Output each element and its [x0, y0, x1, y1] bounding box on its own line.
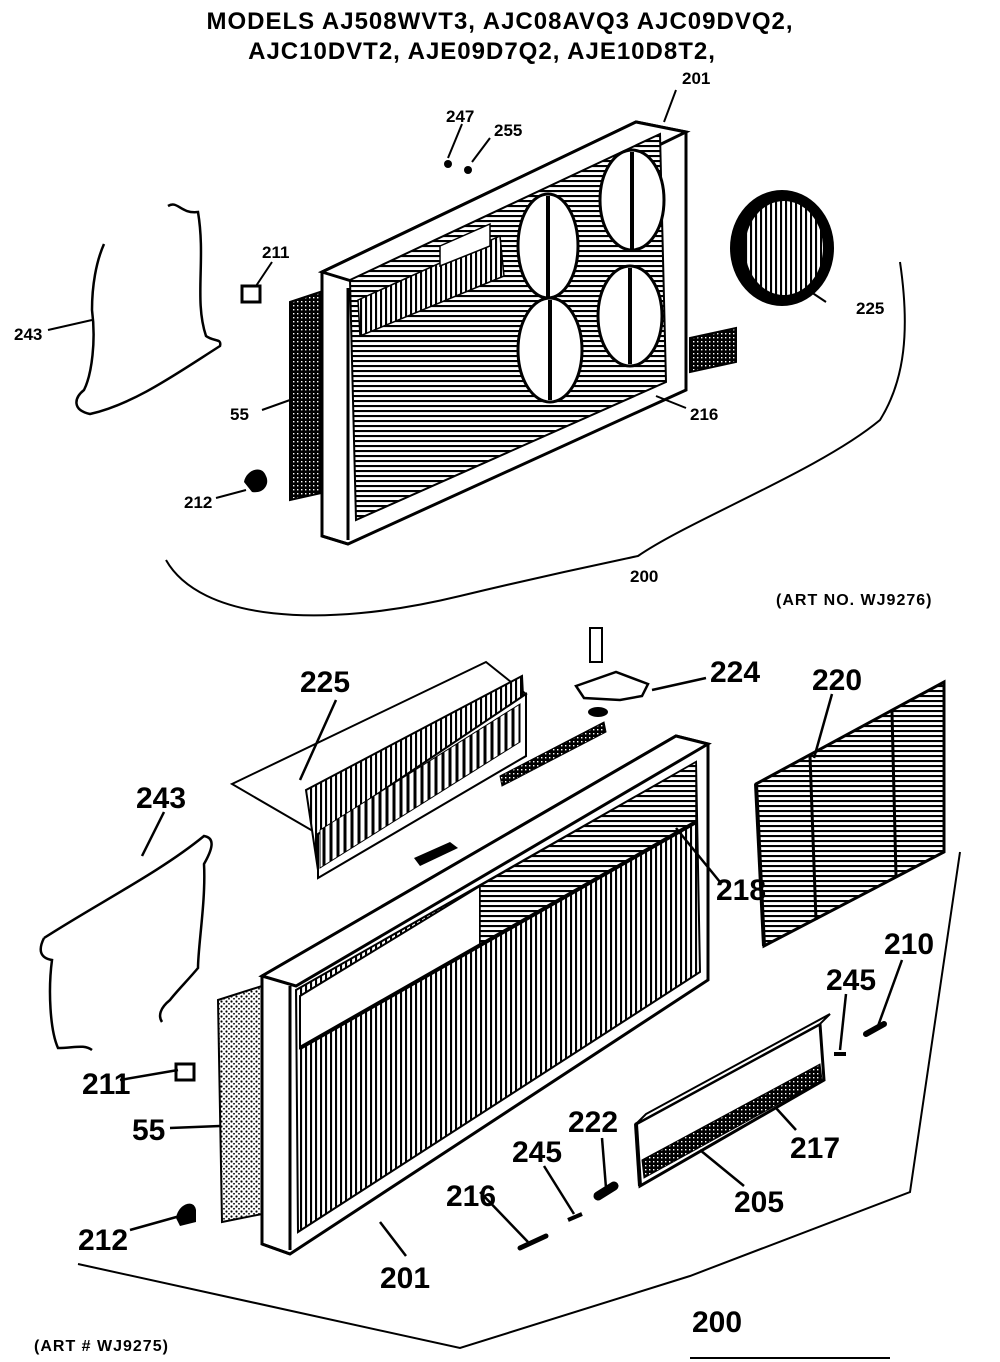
- callout-245-left: 245: [512, 1136, 562, 1169]
- art-number-top: (ART NO. WJ9276): [776, 592, 933, 609]
- callout-212-lower: 212: [78, 1224, 128, 1257]
- callout-220: 220: [812, 664, 862, 697]
- bottom-assembly: 225 224 220 243 218 210 245 211 55 222 2…: [39, 627, 961, 1359]
- callout-217: 217: [790, 1132, 840, 1165]
- callout-225: 225: [856, 299, 884, 318]
- callout-212: 212: [184, 493, 212, 512]
- pin-216: [517, 1233, 549, 1251]
- callout-218: 218: [716, 874, 766, 907]
- callout-200-lower: 200: [692, 1306, 742, 1339]
- callout-255: 255: [494, 121, 522, 140]
- bracket-200: [165, 261, 906, 617]
- callout-200: 200: [630, 567, 658, 586]
- screw-210: [863, 1021, 887, 1037]
- control-panel-205: [634, 1013, 831, 1189]
- bracket-200-lower: [77, 851, 961, 1350]
- wire-bracket-243: [75, 203, 222, 416]
- callout-211-lower: 211: [82, 1068, 130, 1101]
- callout-216-lower: 216: [446, 1180, 496, 1213]
- clip-212: [244, 469, 268, 493]
- callout-210: 210: [884, 928, 934, 961]
- filter-grill-220: [754, 679, 946, 949]
- top-plate-225: [229, 660, 528, 880]
- front-panel-216: [317, 120, 691, 546]
- side-vent: [689, 326, 737, 374]
- callout-201: 201: [682, 69, 710, 88]
- screw-255: [464, 166, 472, 174]
- callout-245-right: 245: [826, 964, 876, 997]
- callout-55: 55: [230, 405, 249, 424]
- top-leader-lines: [47, 89, 827, 499]
- bottom-leader-lines: [119, 676, 904, 1257]
- top-strip: [499, 721, 607, 787]
- callout-225-lower: 225: [300, 666, 350, 699]
- filter-55-lower: [216, 984, 263, 1224]
- models-header-line-2: AJC10DVT2, AJE09D7Q2, AJE10D8T2,: [248, 38, 716, 65]
- callout-216: 216: [690, 405, 718, 424]
- clip-211: [240, 284, 262, 304]
- callout-211: 211: [262, 243, 289, 262]
- screw-247: [444, 160, 452, 168]
- callout-243-lower: 243: [136, 782, 186, 815]
- callout-205: 205: [734, 1186, 784, 1219]
- front-panel-218: [258, 734, 712, 1256]
- louver-circles: [516, 148, 666, 404]
- knob-222: [593, 1181, 619, 1201]
- small-bracket: [414, 842, 458, 866]
- models-header-line-1: MODELS AJ508WVT3, AJC08AVQ3 AJC09DVQ2,: [206, 8, 794, 35]
- callout-55-lower: 55: [132, 1114, 165, 1147]
- bracket-224: [574, 627, 650, 717]
- art-number-bottom: (ART # WJ9275): [34, 1338, 169, 1355]
- callout-201-lower: 201: [380, 1262, 430, 1295]
- top-assembly: 201 247 255 211 243 225 55 216 212 200: [14, 69, 906, 617]
- wire-bracket-243-lower: [39, 834, 213, 1052]
- callout-224: 224: [710, 656, 760, 689]
- callout-247: 247: [446, 107, 474, 126]
- screw-245-left: [567, 1212, 583, 1222]
- callout-243: 243: [14, 325, 42, 344]
- round-louver-225: [730, 190, 834, 306]
- clip-212-lower: [176, 1203, 196, 1226]
- callout-222: 222: [568, 1106, 618, 1139]
- clip-211-lower: [174, 1062, 196, 1082]
